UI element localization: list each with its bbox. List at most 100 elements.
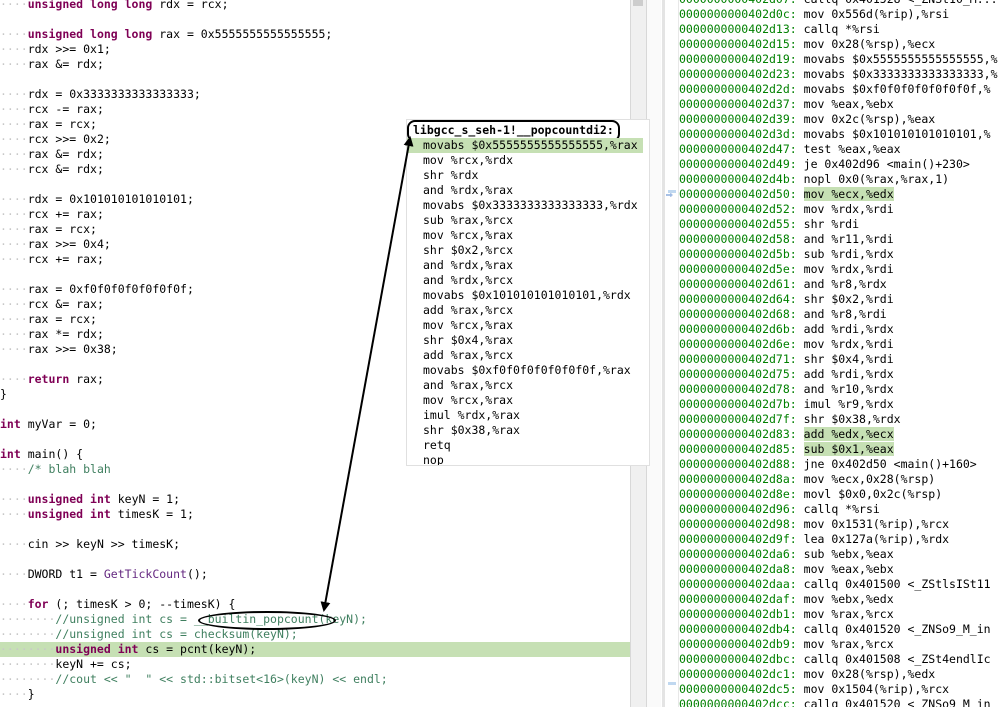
disassembly-row[interactable]: 0000000000402dcc: callq 0x401520 <_ZNSo9… [679, 697, 1007, 707]
code-line[interactable]: ····rcx += rax; [0, 207, 630, 222]
disassembly-row[interactable]: 0000000000402d64: shr $0x2,%rdi [679, 292, 1007, 307]
disassembly-row[interactable]: 0000000000402dc5: mov 0x1504(%rip),%rcx [679, 682, 1007, 697]
code-line[interactable]: ····rax *= rdx; [0, 327, 630, 342]
code-line[interactable]: ····/* blah blah [0, 462, 630, 477]
ruler-mark [668, 190, 676, 193]
code-line[interactable]: } [0, 387, 630, 402]
disassembly-row[interactable]: 0000000000402d61: and %r8,%rdx [679, 277, 1007, 292]
disassembly-row[interactable]: 0000000000402d2d: movabs $0xf0f0f0f0f0f0… [679, 82, 1007, 97]
code-line[interactable]: ····rax >>= 0x38; [0, 342, 630, 357]
code-line[interactable]: ····cin >> keyN >> timesK; [0, 537, 630, 552]
code-line[interactable]: ····rcx &= rdx; [0, 162, 630, 177]
keyword-token: int [0, 417, 21, 431]
disassembly-row[interactable]: 0000000000402d9f: lea 0x127a(%rip),%rdx [679, 532, 1007, 547]
instruction-address: 0000000000402d7b: [679, 397, 797, 411]
disassembly-row[interactable]: 0000000000402d6b: add %rdi,%rdx [679, 322, 1007, 337]
pane-divider[interactable] [662, 0, 665, 707]
disassembly-row[interactable]: 0000000000402d07: callq 0x401528 <_ZNSt1… [679, 0, 1007, 7]
disassembly-row[interactable]: 0000000000402daf: mov %ebx,%edx [679, 592, 1007, 607]
disassembly-row[interactable]: 0000000000402d4b: nopl 0x0(%rax,%rax,1) [679, 172, 1007, 187]
code-line[interactable]: ····rcx += rax; [0, 252, 630, 267]
code-line[interactable]: int main() { [0, 447, 630, 462]
code-line[interactable]: ····rax >>= 0x4; [0, 237, 630, 252]
code-line[interactable]: ····} [0, 687, 630, 702]
code-line[interactable]: int myVar = 0; [0, 417, 630, 432]
instruction-address: 0000000000402d88: [679, 457, 797, 471]
disassembly-row[interactable]: 0000000000402d13: callq *%rsi [679, 22, 1007, 37]
disassembly-row[interactable]: 0000000000402d5b: sub %rdi,%rdx [679, 247, 1007, 262]
code-line[interactable]: ····rax = rcx; [0, 117, 630, 132]
disassembly-row[interactable]: 0000000000402d96: callq *%rsi [679, 502, 1007, 517]
disassembly-row[interactable]: 0000000000402d7b: imul %r9,%rdx [679, 397, 1007, 412]
indent-guide: ···· [0, 597, 28, 611]
code-line[interactable]: ····rdx = 0x3333333333333333; [0, 87, 630, 102]
disassembly-row[interactable]: 0000000000402db4: callq 0x401520 <_ZNSo9… [679, 622, 1007, 637]
disassembly-row[interactable]: 0000000000402daa: callq 0x401500 <_ZStls… [679, 577, 1007, 592]
disassembly-row[interactable]: 0000000000402d85: sub $0x1,%eax [679, 442, 1007, 457]
indent-guide: ···· [0, 237, 28, 251]
disassembly-row[interactable]: 0000000000402d49: je 0x402d96 <main()+23… [679, 157, 1007, 172]
code-line[interactable]: ····rax = 0xf0f0f0f0f0f0f0f; [0, 282, 630, 297]
disassembly-row[interactable]: 0000000000402dbc: callq 0x401508 <_ZSt4e… [679, 652, 1007, 667]
disassembly-row[interactable]: 0000000000402dc1: mov 0x28(%rsp),%edx [679, 667, 1007, 682]
disassembly-row[interactable]: 0000000000402d0c: mov 0x556d(%rip),%rsi [679, 7, 1007, 22]
scrollbar-thumb[interactable] [633, 0, 643, 6]
disassembly-row[interactable]: 0000000000402d52: mov %rdx,%rdi [679, 202, 1007, 217]
disassembly-row[interactable]: 0000000000402d75: add %rdi,%rdx [679, 367, 1007, 382]
disassembly-row[interactable]: 0000000000402d71: shr $0x4,%rdi [679, 352, 1007, 367]
disassembly-row[interactable]: 0000000000402d83: add %edx,%ecx [679, 427, 1007, 442]
disassembly-row[interactable]: 0000000000402d78: and %r10,%rdx [679, 382, 1007, 397]
code-line[interactable]: ····rcx &= rax; [0, 297, 630, 312]
disassembly-row[interactable]: 0000000000402db1: mov %rax,%rcx [679, 607, 1007, 622]
disassembly-row[interactable]: 0000000000402d58: and %r11,%rdi [679, 232, 1007, 247]
code-line[interactable]: ····rax = rcx; [0, 222, 630, 237]
instruction-address: 0000000000402d4b: [679, 172, 797, 186]
code-line[interactable]: ········unsigned int cs = pcnt(keyN); [0, 642, 630, 657]
code-line[interactable]: ····rdx >>= 0x1; [0, 42, 630, 57]
disassembly-row[interactable]: 0000000000402d39: mov 0x2c(%rsp),%eax [679, 112, 1007, 127]
code-line[interactable]: ····rcx >>= 0x2; [0, 132, 630, 147]
code-line[interactable]: ········//unsigned int cs = checksum(key… [0, 627, 630, 642]
disassembly-row[interactable]: 0000000000402d98: mov 0x1531(%rip),%rcx [679, 517, 1007, 532]
code-line[interactable]: ····DWORD t1 = GetTickCount(); [0, 567, 630, 582]
code-line[interactable]: ········//cout << " " << std::bitset<16>… [0, 672, 630, 687]
disassembly-row[interactable]: 0000000000402db9: mov %rax,%rcx [679, 637, 1007, 652]
disassembly-row[interactable]: 0000000000402d5e: mov %rdx,%rdi [679, 262, 1007, 277]
instruction-address: 0000000000402d96: [679, 502, 797, 516]
disassembly-row[interactable]: 0000000000402d8e: movl $0x0,0x2c(%rsp) [679, 487, 1007, 502]
disassembly-view[interactable]: 0000000000402d07: callq 0x401528 <_ZNSt1… [679, 0, 1007, 707]
disassembly-row[interactable]: 0000000000402d3d: movabs $0x101010101010… [679, 127, 1007, 142]
code-line[interactable]: ····rdx = 0x101010101010101; [0, 192, 630, 207]
disassembly-row[interactable]: 0000000000402d55: shr %rdi [679, 217, 1007, 232]
disassembly-row[interactable]: 0000000000402d19: movabs $0x555555555555… [679, 52, 1007, 67]
code-line[interactable]: ····return rax; [0, 372, 630, 387]
code-line[interactable]: ····rax = rcx; [0, 312, 630, 327]
disassembly-row[interactable]: 0000000000402da6: sub %ebx,%eax [679, 547, 1007, 562]
disassembly-row[interactable]: 0000000000402d15: mov 0x28(%rsp),%ecx [679, 37, 1007, 52]
popup-asm-line: sub %rax,%rcx [423, 213, 514, 227]
disassembly-row[interactable]: 0000000000402d7f: shr $0x38,%rdx [679, 412, 1007, 427]
code-line[interactable]: ····unsigned long long rax = 0x555555555… [0, 27, 630, 42]
disassembly-row[interactable]: 0000000000402d6e: mov %rdx,%rdi [679, 337, 1007, 352]
code-line[interactable]: ····for (; timesK > 0; --timesK) { [0, 597, 630, 612]
disassembly-row[interactable]: 0000000000402d37: mov %eax,%ebx [679, 97, 1007, 112]
disassembly-row[interactable]: 0000000000402d23: movabs $0x333333333333… [679, 67, 1007, 82]
popup-asm-line: add %rax,%rcx [423, 348, 514, 362]
code-line[interactable]: ········keyN += cs; [0, 657, 630, 672]
disassembly-row[interactable]: 0000000000402da8: mov %eax,%ebx [679, 562, 1007, 577]
instruction-text: imul %r9,%rdx [803, 397, 894, 411]
disassembly-row[interactable]: 0000000000402d47: test %eax,%eax [679, 142, 1007, 157]
disassembly-row[interactable]: 0000000000402d50: mov %ecx,%edx [679, 187, 1007, 202]
instruction-text: callq 0x401528 <_ZNSt10_M... [804, 0, 998, 6]
code-line[interactable]: ····unsigned long long rdx = rcx; [0, 0, 630, 12]
disassembly-row[interactable]: 0000000000402d8a: mov %ecx,0x28(%rsp) [679, 472, 1007, 487]
code-line[interactable]: ····rcx -= rax; [0, 102, 630, 117]
disassembly-row[interactable]: 0000000000402d68: and %r8,%rdi [679, 307, 1007, 322]
code-line[interactable]: ····unsigned int timesK = 1; [0, 507, 630, 522]
code-line[interactable]: ····unsigned int keyN = 1; [0, 492, 630, 507]
disassembly-row[interactable]: 0000000000402d88: jne 0x402d50 <main()+1… [679, 457, 1007, 472]
code-line[interactable]: ····rax &= rdx; [0, 147, 630, 162]
instruction-text: callq 0x401508 <_ZSt4endlIc [803, 652, 991, 666]
keyword-token: for [27, 597, 49, 611]
code-line[interactable]: ····rax &= rdx; [0, 57, 630, 72]
